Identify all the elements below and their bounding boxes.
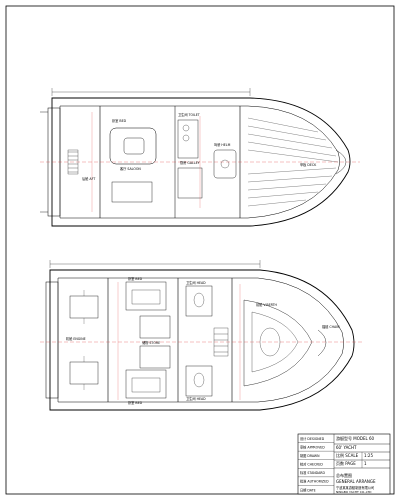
label-upper-cabin-a: 卧室 BED <box>112 118 127 123</box>
title-block-company: 宁波某某游艇制造有限公司 <box>336 485 374 490</box>
label-lower-bow: 锚链 CHAIN <box>322 324 340 329</box>
label-lower-fwd: 前舱 V-BERTH <box>256 302 278 307</box>
title-block-sheet-label: 页数 PAGE <box>336 460 356 466</box>
bed-stbd <box>125 369 167 399</box>
lower-deck-plan: 卧室 BED 卧室 BED 卫生间 HEAD 卫生间 HEAD 前舱 V-BER… <box>40 260 362 411</box>
label-upper-helm: 驾驶 HELM <box>214 142 231 147</box>
upper-hull-inner <box>59 105 340 219</box>
upper-deck-plan: 卧室 BED 卫生间 TOILET 客厅 SALOON 驾驶 HELM 厨房 G… <box>40 88 360 227</box>
title-block-company-en: NINGBO YACHT CO.,LTD <box>336 490 372 494</box>
galley-counter <box>177 119 199 159</box>
label-lower-store: 储物 STORE <box>142 340 160 345</box>
engine-port <box>69 295 99 319</box>
title-block-row-label: 设计 DESIGNED <box>300 436 325 441</box>
upper-hull-outline <box>51 97 351 227</box>
head-port <box>185 285 213 317</box>
saloon-sofa <box>109 127 157 165</box>
bed-port <box>125 281 167 311</box>
title-block-title-en: GENERAL ARRANGE <box>336 479 376 484</box>
title-block-row-label: 制图 DRAWN <box>300 453 320 458</box>
lower-hull-inner <box>57 277 344 403</box>
label-lower-head-stbd: 卫生间 HEAD <box>186 396 206 401</box>
title-block-project: 游艇型号 MODEL 60 <box>336 435 375 441</box>
label-upper-cabin-b: 卫生间 TOILET <box>178 112 200 117</box>
title-block-row-label: 审核 APPROVED <box>300 444 325 449</box>
foredeck-planking <box>247 117 339 207</box>
sheet-border <box>5 5 395 495</box>
label-upper-deck: 甲板 DECK <box>300 162 317 167</box>
label-lower-bed-port: 卧室 BED <box>128 276 143 281</box>
title-block-row-label: 标准 STANDARD <box>300 470 325 475</box>
saloon-table <box>123 137 145 155</box>
label-upper-galley: 厨房 GALLEY <box>180 160 200 165</box>
engine-stbd <box>69 361 99 385</box>
title-block-scale-label: 比例 SCALE <box>336 452 359 458</box>
title-block-scale-value: 1:25 <box>364 453 373 458</box>
title-block-title: 总布置图 <box>336 472 352 478</box>
v-berth <box>243 299 313 387</box>
lower-hull-outline <box>49 269 355 411</box>
title-block-drawing-no: 60' YACHT <box>336 445 357 450</box>
helm-seat <box>213 149 237 179</box>
label-lower-engine: 机舱 ENGINE <box>66 336 86 341</box>
title-block-row-label: 批准 AUTHORIZED <box>300 479 329 484</box>
label-upper-saloon: 客厅 SALOON <box>120 166 141 171</box>
title-block: 设计 DESIGNED 审核 APPROVED 制图 DRAWN 校对 CHECKED… <box>297 433 391 495</box>
label-upper-aft: 后舱 AFT <box>82 176 95 181</box>
head-stbd <box>185 365 213 397</box>
title-block-row-label: 日期 DATE <box>300 487 316 492</box>
label-lower-bed-stbd: 卧室 BED <box>128 400 143 405</box>
title-block-row-label: 校对 CHECKED <box>300 462 323 467</box>
title-block-sheet-value: 1 <box>364 461 367 466</box>
label-lower-head-port: 卫生间 HEAD <box>186 280 206 285</box>
